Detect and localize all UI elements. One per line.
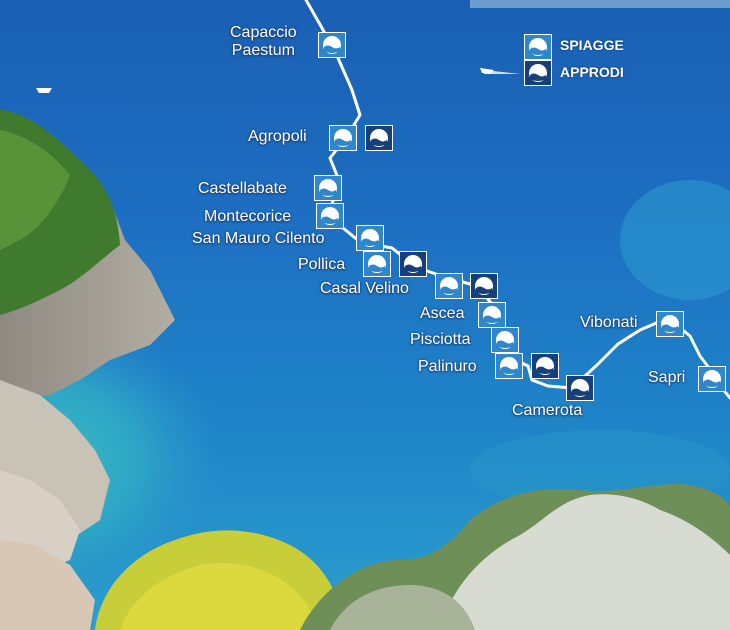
place-casal-velino: Casal Velino bbox=[320, 280, 409, 297]
blue-flag-icon bbox=[435, 273, 463, 299]
vegetation-highlight bbox=[0, 130, 70, 250]
blue-flag-icon bbox=[329, 125, 357, 151]
harbor-flag-icon bbox=[531, 353, 559, 379]
blue-flag-icon bbox=[314, 175, 342, 201]
place-camerota: Camerota bbox=[512, 402, 583, 419]
blue-flag-icon bbox=[698, 366, 726, 392]
shore-sand bbox=[0, 540, 95, 630]
turquoise-patch bbox=[620, 180, 730, 300]
blue-flag-icon bbox=[363, 251, 391, 277]
place-palinuro: Palinuro bbox=[418, 358, 477, 375]
boat-icon bbox=[36, 88, 52, 93]
harbor-flag-icon bbox=[365, 125, 393, 151]
harbor-flag-icon bbox=[470, 273, 498, 299]
place-san-mauro-cilento: San Mauro Cilento bbox=[192, 230, 325, 247]
place-capaccio-line: Capaccio bbox=[230, 24, 297, 41]
blue-flag-icon bbox=[656, 311, 684, 337]
sky-horizon bbox=[470, 0, 730, 8]
place-paestum-line: Paestum bbox=[231, 41, 295, 59]
legend-approdi-label: APPRODI bbox=[560, 64, 624, 80]
place-pisciotta: Pisciotta bbox=[410, 331, 471, 348]
blue-flag-icon bbox=[356, 225, 384, 251]
harbor-flag-icon bbox=[399, 251, 427, 277]
blue-flag-icon bbox=[478, 302, 506, 328]
place-pollica: Pollica bbox=[298, 256, 346, 273]
harbor-flag-icon bbox=[566, 375, 594, 401]
place-agropoli: Agropoli bbox=[248, 128, 307, 145]
place-ascea: Ascea bbox=[420, 305, 465, 322]
blue-flag-icon bbox=[491, 327, 519, 353]
legend-approdi-flag-icon bbox=[524, 60, 552, 86]
place-capaccio-paestum: Capaccio Paestum bbox=[230, 24, 297, 59]
legend-spiagge-flag-icon bbox=[524, 34, 552, 60]
blue-flag-icon bbox=[495, 353, 523, 379]
place-sapri: Sapri bbox=[648, 369, 686, 386]
blue-flag-icon bbox=[318, 32, 346, 58]
white-flowering-shrub bbox=[440, 494, 730, 630]
place-montecorice: Montecorice bbox=[204, 208, 292, 225]
legend-spiagge-label: SPIAGGE bbox=[560, 37, 624, 53]
place-castellabate: Castellabate bbox=[198, 180, 287, 197]
grey-shrub bbox=[330, 585, 475, 630]
boat-icon bbox=[480, 68, 494, 74]
place-vibonati: Vibonati bbox=[580, 314, 638, 331]
blue-flag-icon bbox=[316, 203, 344, 229]
yellow-broom-bush bbox=[120, 563, 318, 630]
